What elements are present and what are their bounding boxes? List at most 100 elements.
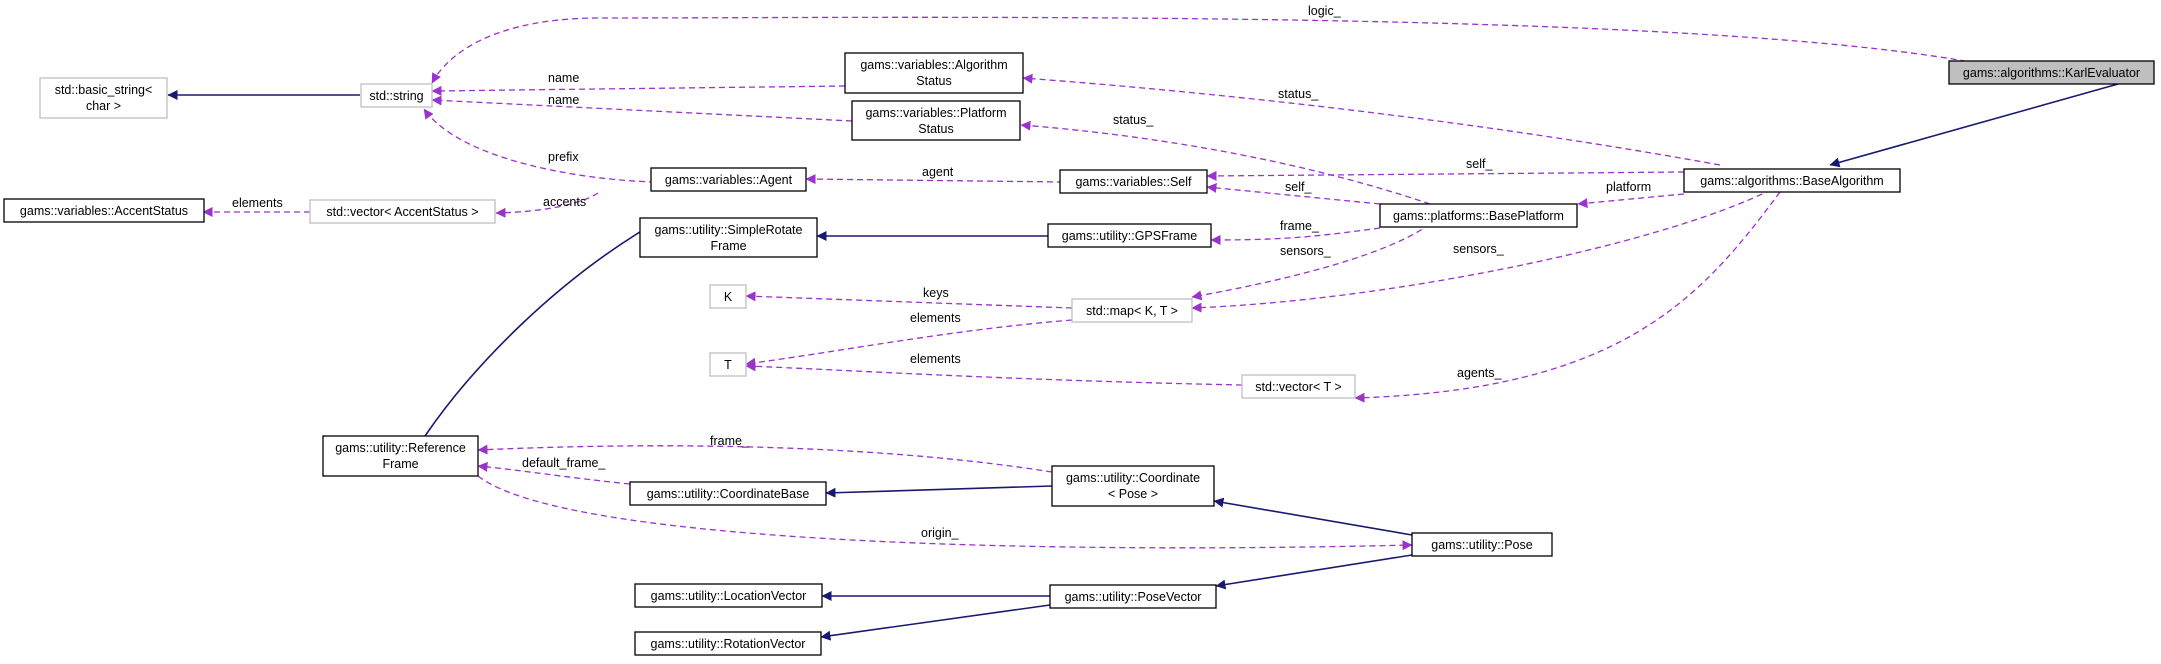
node-algorithm-status[interactable]: gams::variables::Algorithm Status [844,52,1024,94]
node-label: gams::utility::Reference [335,441,466,455]
edge-coordinatebase-defaultframe [477,461,631,485]
node-pose-vector[interactable]: gams::utility::PoseVector [1049,584,1217,609]
node-reference-frame[interactable]: gams::utility::Reference Frame [322,435,479,477]
edge-pose-to-coordinate [1213,497,1413,536]
edge-reference-to-simplerotate [424,219,661,437]
edge-pose-to-posevector [1215,554,1413,590]
node-label: gams::variables::Algorithm [860,58,1007,72]
node-label: < Pose > [1108,487,1158,501]
node-label: gams::utility::Coordinate [1066,471,1200,485]
node-vector-accent-status[interactable]: std::vector< AccentStatus > [309,199,496,224]
edge-label-name-2: name [548,93,579,107]
edge-label-self-1: self_ [1466,157,1493,171]
node-agent[interactable]: gams::variables::Agent [650,167,807,192]
edge-label-origin: origin_ [921,526,960,540]
edge-label-elements-2: elements [910,311,961,325]
node-t[interactable]: T [709,352,747,377]
edge-label-prefix: prefix [548,150,579,164]
edge-basealgorithm-status [1022,73,1721,166]
node-label: char > [86,99,121,113]
edge-pose-origin [477,475,1413,551]
node-label: gams::algorithms::BaseAlgorithm [1700,174,1883,188]
edge-label-agent: agent [922,165,954,179]
node-label: gams::utility::SimpleRotate [655,223,803,237]
edge-basealgorithm-sensors [1191,184,1781,313]
node-vector-t[interactable]: std::vector< T > [1241,374,1356,399]
edge-platformstatus-name [431,95,853,122]
node-label: std::vector< T > [1255,380,1341,394]
node-accent-status[interactable]: gams::variables::AccentStatus [3,198,205,223]
node-rotation-vector[interactable]: gams::utility::RotationVector [634,631,822,656]
edge-label-frame-2: frame_ [710,434,750,448]
edge-label-agents: agents_ [1457,366,1503,380]
node-label: std::string [369,89,423,103]
node-platform-status[interactable]: gams::variables::Platform Status [851,100,1021,141]
edge-logic [431,16,1987,84]
edge-agent-accents [495,192,599,218]
node-label: Status [918,122,953,136]
node-label: gams::variables::Self [1075,175,1192,189]
edge-basealgorithm-platform [1577,193,1685,209]
edge-label-status-2: status_ [1113,113,1154,127]
edge-coordinate-frame [477,444,1053,473]
node-label: gams::utility::LocationVector [651,589,807,603]
node-coordinate-pose[interactable]: gams::utility::Coordinate < Pose > [1051,465,1215,507]
edge-label-elements-1: elements [232,196,283,210]
node-label: std::vector< AccentStatus > [326,205,478,219]
edge-agent-prefix [423,108,656,183]
edge-map-elements [745,319,1073,368]
edge-label-logic: logic_ [1308,4,1342,18]
node-label: K [724,290,733,304]
edge-label-sensors-2: sensors_ [1453,242,1505,256]
node-label: gams::utility::RotationVector [651,637,806,651]
node-coordinate-base[interactable]: gams::utility::CoordinateBase [629,481,827,506]
edge-baseplatform-frame [1210,227,1381,245]
node-location-vector[interactable]: gams::utility::LocationVector [634,583,823,608]
node-self[interactable]: gams::variables::Self [1059,169,1208,194]
node-label: gams::algorithms::KarlEvaluator [1963,66,2140,80]
node-gps-frame[interactable]: gams::utility::GPSFrame [1047,223,1212,248]
node-label: std::basic_string< [55,83,153,97]
node-base-algorithm[interactable]: gams::algorithms::BaseAlgorithm [1683,168,1901,193]
edge-posevector-to-rotationvector [820,604,1051,641]
node-label: gams::utility::CoordinateBase [647,487,810,501]
node-label: gams::variables::Agent [665,173,793,187]
node-std-string[interactable]: std::string [360,83,433,108]
edge-karl-to-basealgorithm [1829,83,2119,168]
edge-baseplatform-sensors [1191,223,1431,301]
edge-baseplatform-status [1020,120,1431,205]
node-label: gams::utility::Pose [1431,538,1532,552]
node-pose[interactable]: gams::utility::Pose [1411,532,1553,557]
edge-basealgorithm-agents [1354,191,1781,403]
node-label: Status [916,74,951,88]
node-map-kt[interactable]: std::map< K, T > [1071,298,1193,323]
edge-map-keys [745,291,1073,309]
node-label: std::map< K, T > [1086,304,1178,318]
edge-label-sensors-1: sensors_ [1280,244,1332,258]
edge-self-agent [805,174,1064,185]
node-simple-rotate-frame[interactable]: gams::utility::SimpleRotate Frame [639,217,818,258]
edge-label-elements-3: elements [910,352,961,366]
node-basic-string[interactable]: std::basic_string< char > [39,77,168,119]
edge-label-accents: accents [543,195,586,209]
node-k[interactable]: K [709,284,747,309]
edge-label-default-frame: default_frame_ [522,456,606,470]
edge-label-self-2: self_ [1285,180,1312,194]
node-label: gams::utility::PoseVector [1065,590,1202,604]
edge-label-frame: frame_ [1280,219,1320,233]
node-label: gams::variables::AccentStatus [20,204,188,218]
node-base-platform[interactable]: gams::platforms::BasePlatform [1379,203,1578,228]
edge-basealgorithm-self [1206,170,1685,181]
edge-label-platform: platform [1606,180,1651,194]
node-label: Frame [710,239,746,253]
node-label: gams::variables::Platform [865,106,1006,120]
node-label: gams::platforms::BasePlatform [1393,209,1564,223]
edge-baseplatform-self [1206,182,1381,205]
edge-label-keys: keys [923,286,949,300]
node-label: Frame [382,457,418,471]
node-label: gams::utility::GPSFrame [1062,229,1197,243]
node-karl-evaluator[interactable]: gams::algorithms::KarlEvaluator [1948,60,2155,85]
edge-vectort-elements [745,361,1243,386]
node-label: T [724,358,732,372]
